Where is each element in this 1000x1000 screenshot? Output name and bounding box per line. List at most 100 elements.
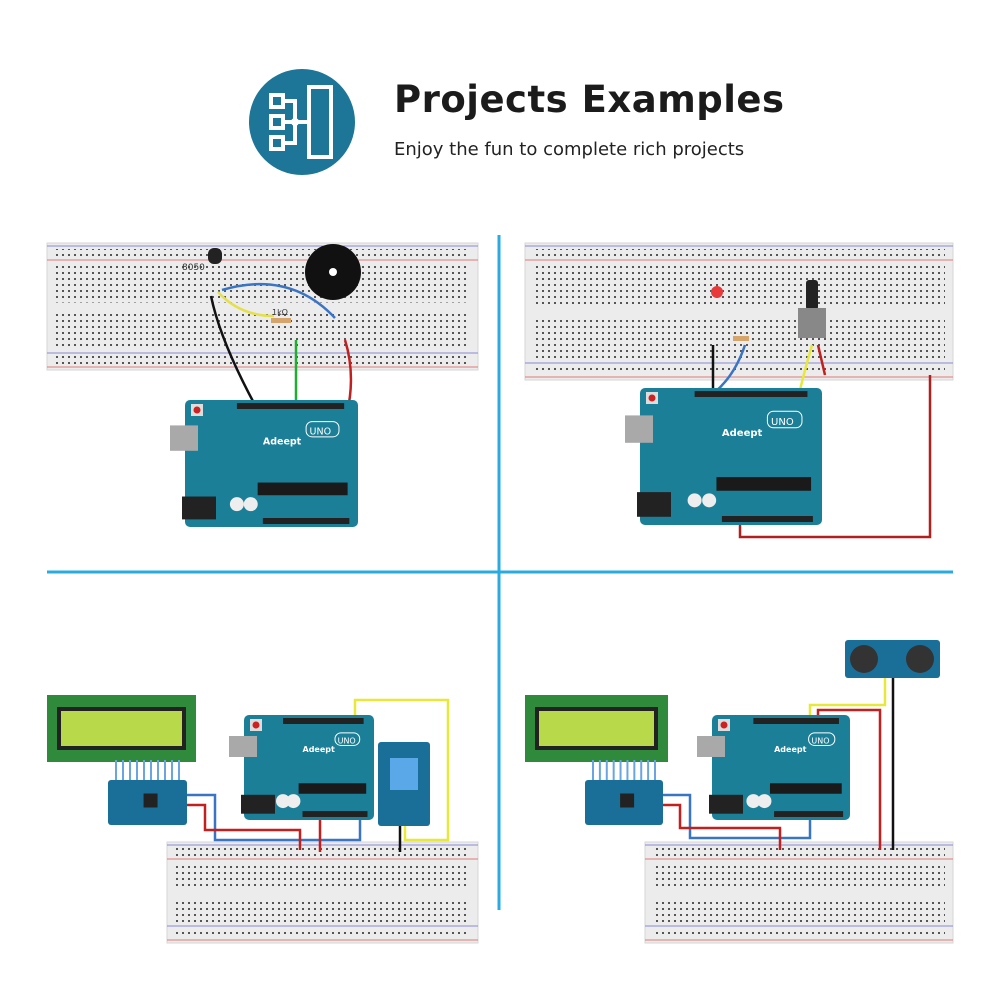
- breadboard: [644, 841, 954, 944]
- buzzer-hole: [329, 268, 337, 276]
- wire: [663, 803, 782, 850]
- capacitor: [687, 493, 702, 508]
- capacitor: [276, 794, 290, 809]
- wire: [353, 698, 450, 842]
- dht11-sensor-grid: [390, 758, 418, 790]
- transistor: [208, 248, 222, 264]
- i2c-chip: [620, 793, 635, 808]
- wire: [738, 375, 932, 539]
- terminal-holes: [533, 265, 945, 308]
- page-subtitle: Enjoy the fun to complete rich projects: [394, 139, 745, 160]
- breadboard-body: [644, 841, 954, 944]
- wire: [209, 295, 257, 406]
- analog-header: [774, 811, 844, 817]
- digital-header: [236, 403, 345, 409]
- power-jack: [709, 794, 743, 814]
- reset-button-cap: [720, 721, 728, 729]
- atmega-chip: [769, 783, 842, 794]
- capacitor: [243, 497, 258, 512]
- usb-port: [625, 415, 653, 443]
- potentiometer-body: [798, 308, 826, 338]
- lcd-ultrasonic-project: Adeept UNO: [525, 640, 954, 944]
- wire: [221, 282, 336, 319]
- terminal-holes: [55, 312, 470, 350]
- rail-holes: [55, 249, 470, 257]
- wire: [217, 291, 275, 318]
- capacitor: [229, 497, 244, 512]
- model-label: UNO: [771, 417, 794, 428]
- power-jack: [182, 496, 216, 520]
- buzzer-project: Adeept UNO 8050 1kΩ: [46, 242, 479, 527]
- atmega-chip: [257, 482, 348, 496]
- digital-header: [283, 718, 364, 724]
- transistor-label: 8050: [182, 263, 205, 273]
- brand-label: Adeept: [722, 428, 763, 439]
- arduino-board: Adeept UNO: [170, 400, 358, 527]
- capacitor: [286, 794, 301, 809]
- digital-header: [753, 718, 839, 724]
- i2c-chip: [143, 793, 158, 808]
- rail-holes: [55, 356, 470, 364]
- capacitor: [746, 794, 761, 809]
- capacitor: [702, 493, 717, 508]
- analog-header: [302, 811, 368, 817]
- ultrasonic-transducer: [850, 645, 878, 673]
- wire: [187, 803, 302, 850]
- model-badge: [808, 732, 836, 746]
- rail-holes: [175, 929, 470, 937]
- model-badge: [334, 732, 361, 746]
- rail-holes: [653, 929, 945, 937]
- power-jack: [637, 492, 671, 517]
- wire: [816, 344, 827, 376]
- rail-holes: [533, 249, 945, 257]
- brand-label: Adeept: [263, 436, 302, 447]
- usb-port: [170, 425, 198, 451]
- lcd-display: [47, 695, 196, 762]
- terminal-holes: [175, 898, 470, 923]
- capacitor: [757, 794, 772, 809]
- analog-header: [262, 518, 350, 524]
- flowchart-icon: [269, 85, 333, 159]
- rail-holes: [653, 848, 945, 856]
- digital-header: [694, 391, 808, 397]
- analog-header: [721, 516, 813, 522]
- brand-label: Adeept: [303, 745, 335, 754]
- lcd-display: [525, 695, 668, 762]
- reset-button-cap: [252, 721, 260, 729]
- header-icon-badge: [249, 69, 355, 175]
- resistor: [733, 336, 749, 341]
- resistor-label: 1kΩ: [272, 308, 288, 317]
- arduino-board: Adeept UNO: [697, 715, 850, 820]
- potentiometer-knob: [806, 280, 818, 310]
- atmega-chip: [716, 477, 812, 491]
- led: [711, 286, 723, 298]
- model-label: UNO: [338, 736, 356, 745]
- terminal-holes: [175, 864, 470, 889]
- reset-button-cap: [193, 406, 201, 414]
- model-label: UNO: [811, 736, 829, 745]
- arduino-board: Adeept UNO: [625, 388, 822, 525]
- model-label: UNO: [310, 426, 332, 437]
- breadboard-body: [46, 242, 479, 371]
- model-badge: [305, 421, 340, 438]
- breadboard: [46, 242, 479, 371]
- lcd-screen: [539, 711, 654, 746]
- led-potentiometer-project: Adeept UNO: [524, 242, 954, 539]
- rail-holes: [533, 366, 945, 374]
- rail-holes: [175, 848, 470, 856]
- brand-label: Adeept: [774, 745, 806, 754]
- wire: [808, 678, 887, 720]
- breadboard-body: [166, 841, 479, 944]
- model-badge: [766, 410, 803, 429]
- reset-button-cap: [648, 394, 656, 402]
- lcd-screen: [61, 711, 182, 746]
- breadboard: [166, 841, 479, 944]
- resistor: [271, 318, 291, 323]
- terminal-holes: [653, 898, 945, 923]
- usb-port: [229, 736, 257, 757]
- terminal-holes: [653, 864, 945, 889]
- power-jack: [241, 794, 275, 814]
